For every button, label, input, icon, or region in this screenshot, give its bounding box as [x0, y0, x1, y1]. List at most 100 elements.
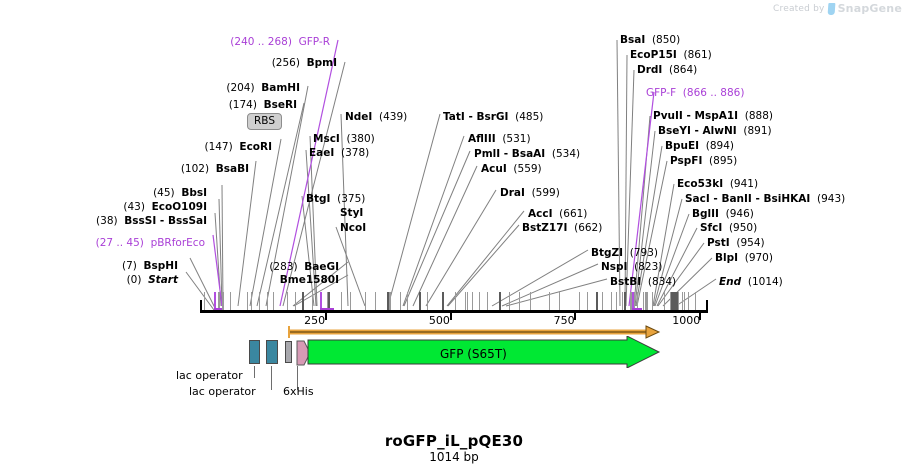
site-label-ndei[interactable]: NdeI (439)	[345, 111, 407, 124]
site-position: (861)	[683, 49, 712, 61]
site-position: (378)	[340, 147, 370, 159]
site-position: (240 .. 268)	[230, 36, 292, 48]
site-name: AflIII	[468, 133, 496, 145]
site-label-bglii[interactable]: BglII (946)	[692, 208, 754, 221]
site-label-btgi[interactable]: BtgI (375)	[306, 193, 365, 206]
site-label-tati-bsrgi[interactable]: TatI - BsrGI (485)	[443, 111, 543, 124]
site-label-sfci[interactable]: SfcI (950)	[700, 222, 757, 235]
site-name: AccI	[528, 208, 553, 220]
site-label-ecori[interactable]: (147) EcoRI	[204, 141, 272, 154]
site-label-bseri[interactable]: (174) BseRI	[229, 99, 297, 112]
ruler-tick-major	[674, 292, 677, 310]
feature-gray-segment[interactable]	[285, 341, 292, 363]
feature-lac-operator-1[interactable]	[249, 340, 260, 364]
site-label-bme1580i[interactable]: Bme1580I	[280, 274, 339, 287]
site-label-eaei[interactable]: EaeI (378)	[309, 147, 369, 160]
site-label-bsabi[interactable]: (102) BsaBI	[181, 163, 249, 176]
site-name: StyI	[340, 207, 364, 219]
ruler-tick	[203, 292, 205, 310]
site-label-pmli-bsaai[interactable]: PmlI - BsaAI (534)	[474, 148, 580, 161]
ruler-tick-major	[442, 292, 444, 310]
site-label-drdi[interactable]: DrdI (864)	[637, 64, 697, 77]
feature-lac-operator-2[interactable]	[266, 340, 278, 364]
ruler-tick	[644, 292, 646, 310]
site-position: (662)	[574, 222, 603, 234]
site-label-acui[interactable]: AcuI (559)	[481, 163, 542, 176]
site-label-bsphi[interactable]: (7) BspHI	[122, 260, 178, 273]
primer-span-bar	[213, 308, 223, 310]
site-label-bpuei[interactable]: BpuEI (894)	[665, 140, 734, 153]
site-label-pvuii-mspa1i[interactable]: PvuII - MspA1I (888)	[653, 110, 773, 123]
ruler-tick	[549, 292, 551, 310]
site-label-afliii[interactable]: AflIII (531)	[468, 133, 531, 146]
ruler-tick	[326, 292, 328, 310]
site-label-bbsi[interactable]: (45) BbsI	[153, 187, 207, 200]
ruler-tick	[427, 292, 429, 310]
site-name: Bme1580I	[279, 274, 339, 286]
ruler-tick	[586, 292, 588, 310]
site-label-gfp-r[interactable]: (240 .. 268) GFP-R	[230, 36, 330, 49]
site-label-pspfi[interactable]: PspFI (895)	[670, 155, 737, 168]
ruler-tick-major	[327, 292, 330, 310]
site-name: BglII	[692, 208, 719, 220]
site-name: BlpI	[715, 252, 739, 264]
site-label-bpmi[interactable]: (256) BpmI	[272, 57, 337, 70]
site-name: BspHI	[143, 260, 178, 272]
site-label-acci[interactable]: AccI (661)	[528, 208, 587, 221]
site-label-btgzi[interactable]: BtgZI (793)	[591, 247, 658, 260]
site-label-bsssi-bsssai[interactable]: (38) BssSI - BssSaI	[96, 215, 207, 228]
site-label-ncoi[interactable]: NcoI	[340, 222, 366, 235]
feature-gfp-arrow[interactable]	[307, 336, 663, 368]
ruler-tick	[616, 292, 618, 310]
site-label-ecop15i[interactable]: EcoP15I (861)	[630, 49, 712, 62]
site-label-baegi[interactable]: (283) BaeGI	[269, 261, 339, 274]
site-label-nspi[interactable]: NspI (823)	[601, 261, 662, 274]
site-position: (793)	[629, 247, 658, 259]
site-label-bseyi-alwni[interactable]: BseYI - AlwNI (891)	[658, 125, 772, 138]
ruler-tick	[229, 292, 231, 310]
site-label-styi[interactable]: StyI	[340, 207, 363, 220]
ruler-tick	[472, 292, 473, 310]
site-label-gfp-f[interactable]: GFP-F (866 .. 886)	[646, 87, 744, 100]
site-label-bstbi[interactable]: BstBI (834)	[610, 276, 676, 289]
site-label-bstz17i[interactable]: BstZ17I (662)	[522, 222, 602, 235]
site-position: (174)	[228, 99, 257, 111]
site-label-ecoo109i[interactable]: (43) EcoO109I	[123, 201, 207, 214]
site-name: EaeI	[309, 147, 335, 159]
ruler-tick	[273, 292, 275, 310]
site-position: (850)	[651, 34, 681, 46]
site-label-saci-banii-bsihkai[interactable]: SacI - BanII - BsiHKAI (943)	[685, 193, 845, 206]
site-label-drai[interactable]: DraI (599)	[500, 187, 560, 200]
ruler-tick	[466, 292, 468, 310]
feature-label-lac-operator-1: lac operator	[176, 369, 243, 382]
ruler-tick	[267, 292, 269, 310]
site-label-psti[interactable]: PstI (954)	[707, 237, 765, 250]
ruler-tick	[530, 292, 532, 310]
site-position: (894)	[705, 140, 734, 152]
site-label-eco53ki[interactable]: Eco53kI (941)	[677, 178, 758, 191]
site-name: NspI	[601, 261, 628, 273]
ruler-tick-major	[624, 292, 627, 310]
site-label-bamhi[interactable]: (204) BamHI	[226, 82, 300, 95]
site-label-blpi[interactable]: BlpI (970)	[715, 252, 773, 265]
feature-6xhis-tag[interactable]	[296, 338, 320, 368]
site-label-msci[interactable]: MscI (380)	[313, 133, 375, 146]
site-label-start[interactable]: (0) Start	[127, 274, 178, 287]
ruler-tick	[486, 292, 488, 310]
ruler-tick	[374, 292, 376, 310]
ruler-tick	[465, 292, 466, 310]
site-name: BsaBI	[215, 163, 249, 175]
site-name: EcoP15I	[630, 49, 677, 61]
site-name: BbsI	[181, 187, 207, 199]
site-position: (0)	[126, 274, 142, 286]
primer-tick-start	[632, 292, 635, 310]
site-label-end[interactable]: End (1014)	[719, 276, 783, 289]
ruler-tick	[399, 292, 401, 310]
ruler-tick	[478, 292, 480, 310]
site-position: (1014)	[747, 276, 783, 288]
site-label-pbrforeco[interactable]: (27 .. 45) pBRforEco	[96, 237, 205, 250]
ruler-tick	[218, 292, 219, 310]
ruler-tick	[250, 292, 252, 310]
site-label-bsai[interactable]: BsaI (850)	[620, 34, 680, 47]
ruler-tick	[221, 292, 223, 310]
